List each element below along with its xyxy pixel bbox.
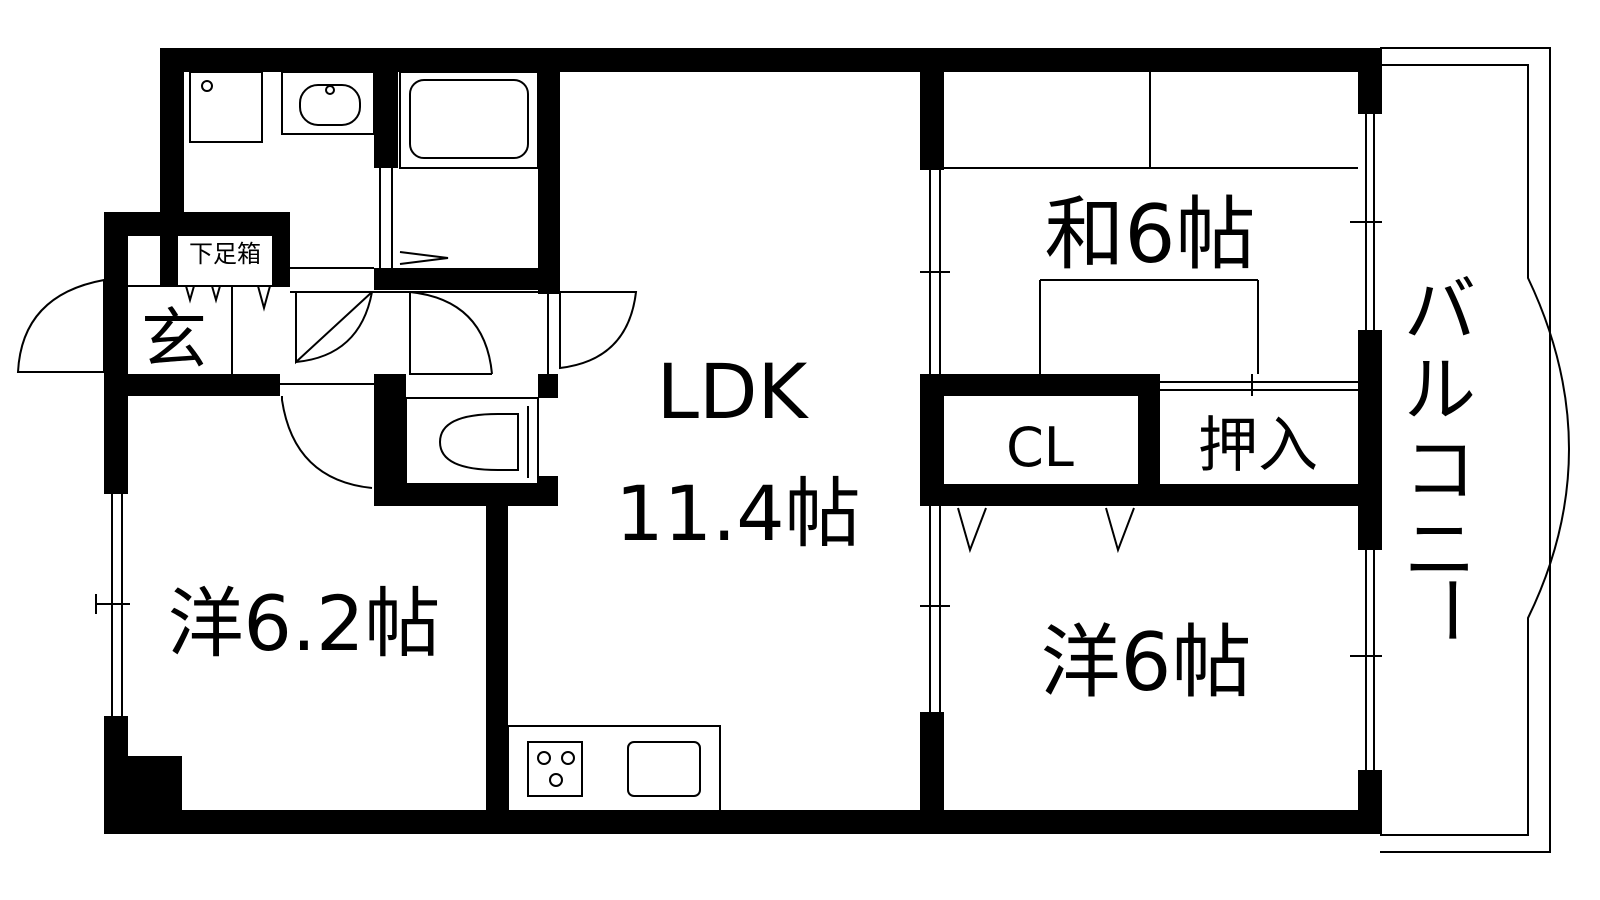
ldk-size-label: 11.4帖 [615, 469, 860, 558]
balcony-char: ル [1404, 348, 1476, 432]
balcony-char: ニ [1404, 508, 1476, 592]
yoshitsu-east-label: 洋6帖 [1041, 616, 1252, 709]
ldk-label: LDK [657, 347, 810, 436]
balcony-label: バ ル コ ニ ー [1404, 268, 1492, 646]
balcony [1380, 47, 1570, 853]
oshiire-label: 押入 [1198, 411, 1318, 481]
fixture-lines [16, 71, 1382, 813]
closet-label: CL [1006, 416, 1074, 479]
washitsu-label: 和6帖 [1045, 188, 1256, 281]
walls [104, 48, 1382, 834]
yoshitsu-west-label: 洋6.2帖 [168, 579, 441, 668]
balcony-char: バ [1404, 268, 1476, 352]
genkan-label: 玄 [141, 301, 207, 378]
getabako-label: 下足箱 [189, 240, 261, 268]
balcony-char: コ [1404, 428, 1476, 512]
balcony-char: ー [1408, 574, 1492, 646]
